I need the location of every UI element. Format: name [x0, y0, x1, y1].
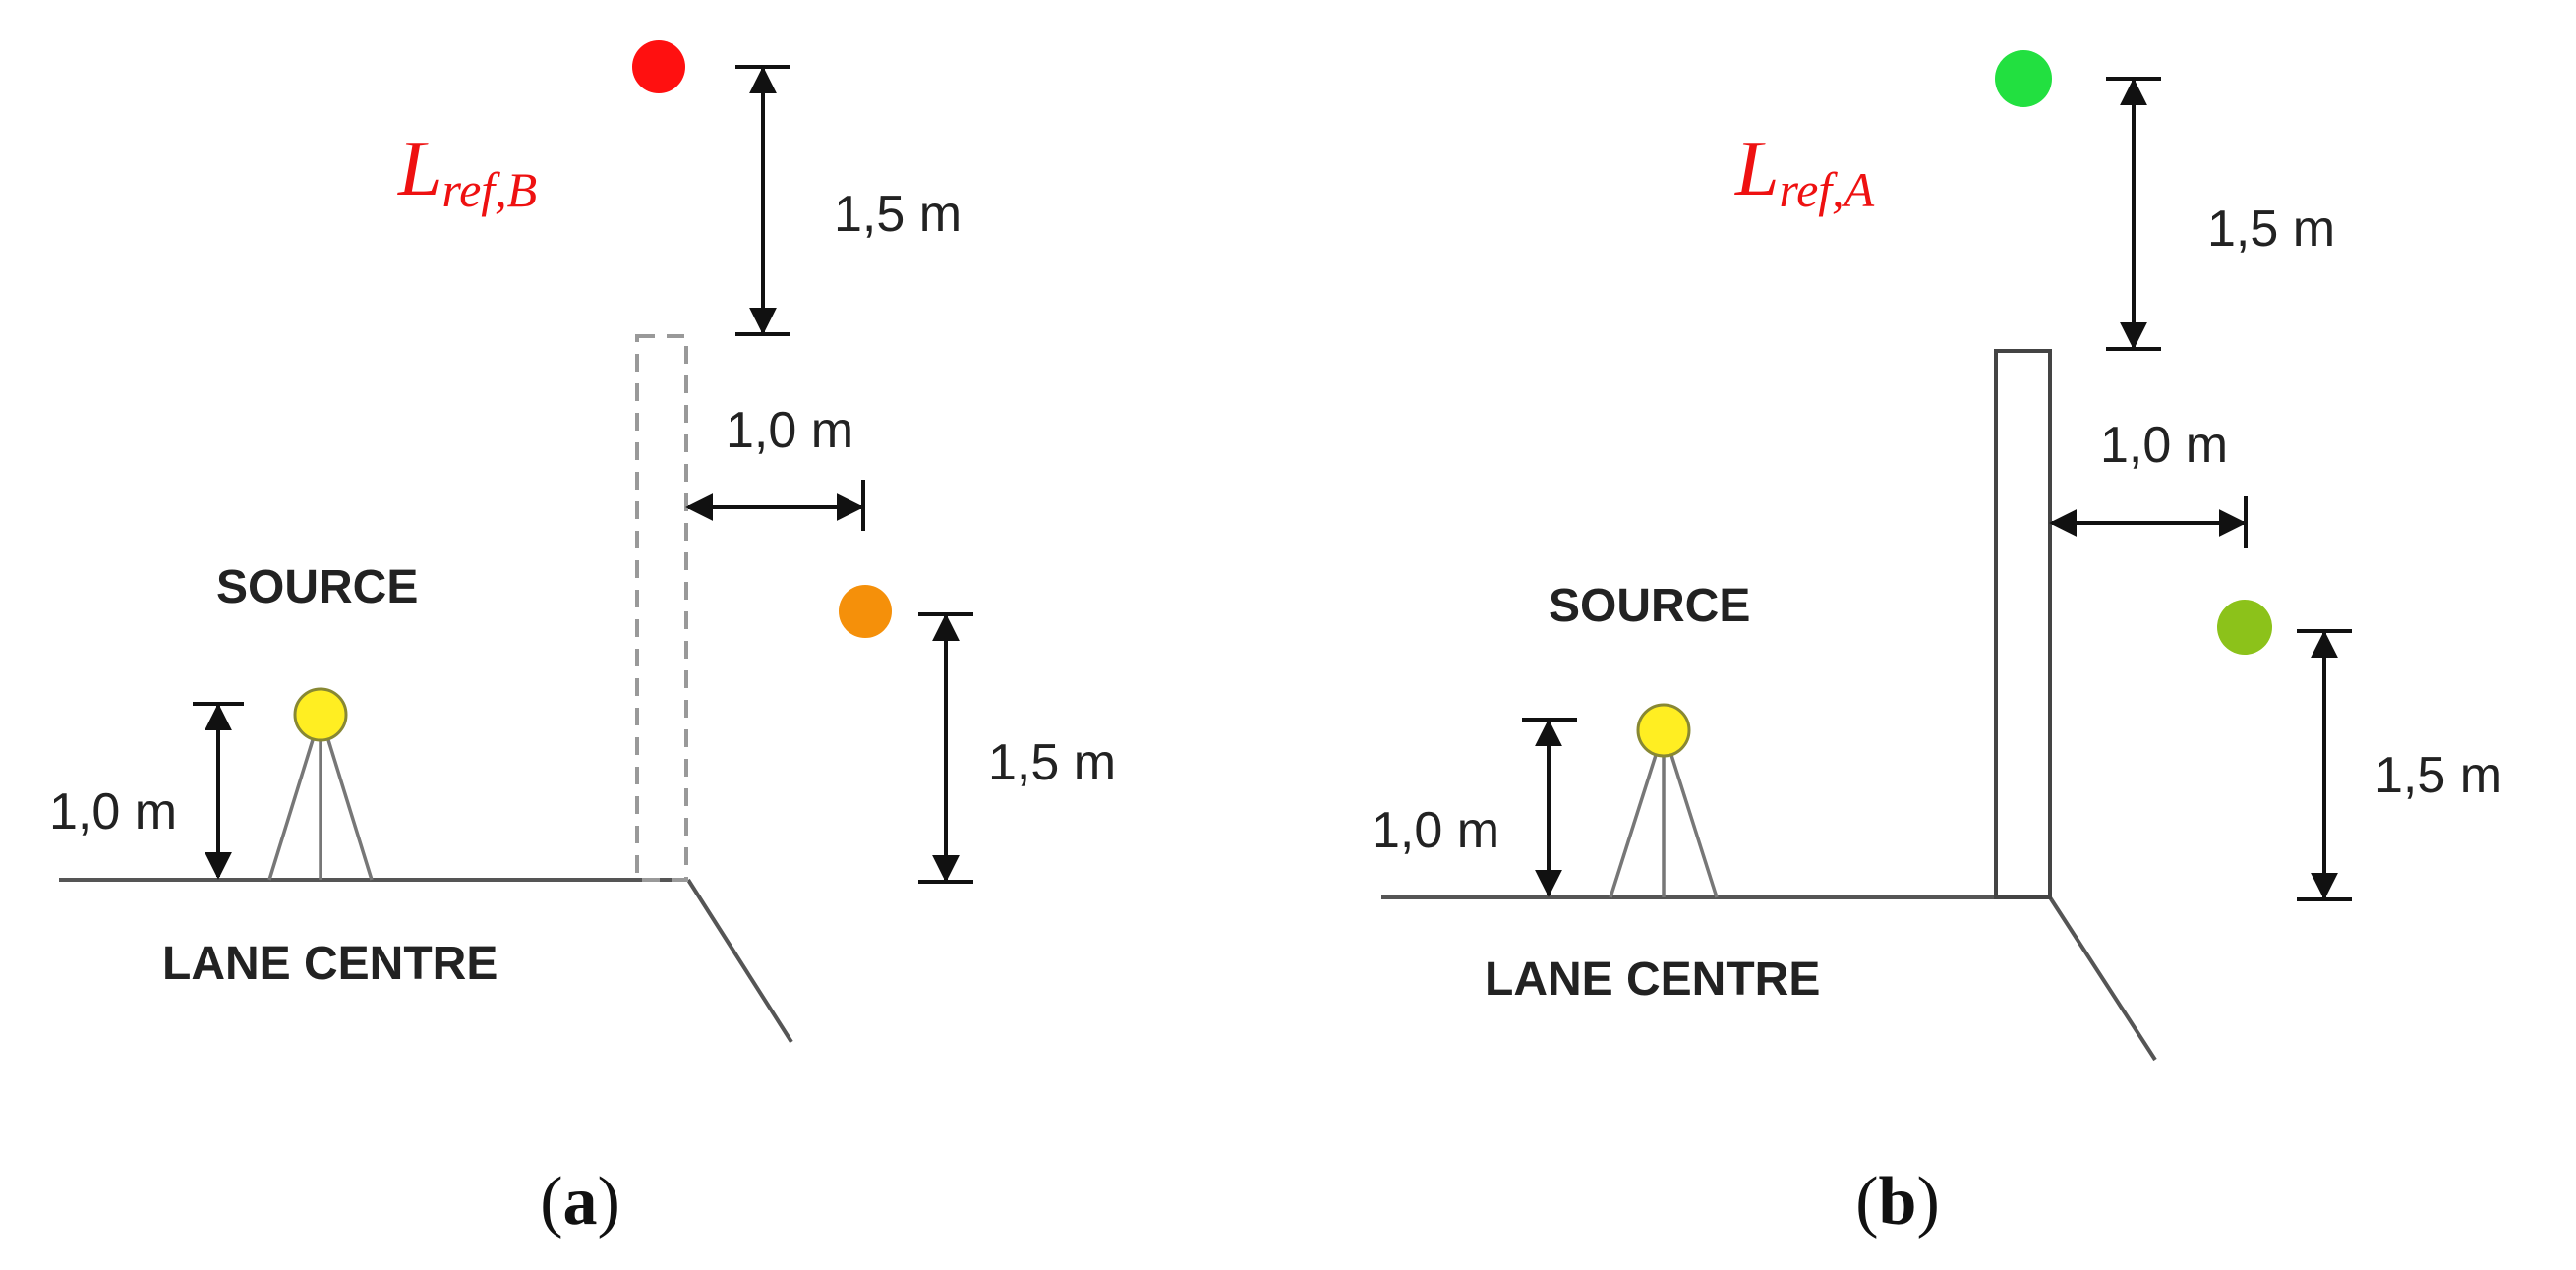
panel-a-source-label: SOURCE: [216, 561, 418, 613]
panel-b-caption: (b): [1855, 1164, 1940, 1240]
panel-a-ground: [59, 878, 793, 1044]
panel-b-source-icon: [1636, 703, 1691, 758]
panel-b-offset-label: 1,0 m: [2100, 417, 2228, 474]
panel-b-lane-label: LANE CENTRE: [1485, 953, 1820, 1006]
panel-a-upper-height-dim: [735, 65, 790, 336]
panel-a-source-height-dim: [193, 702, 244, 880]
panel-a-lower-microphone-icon: [839, 585, 892, 638]
panel-b-upper-microphone-icon: [1995, 50, 2052, 107]
panel-a-upper-height-label: 1,5 m: [834, 186, 962, 243]
panel-a-caption: (a): [540, 1164, 620, 1240]
panel-a-lower-height-label: 1,5 m: [988, 734, 1116, 791]
panel-a-lane-label: LANE CENTRE: [162, 938, 498, 990]
panel-a-source-tripod: [267, 687, 374, 881]
panel-b: 1,0 m SOURCE LANE CENTRE 1,0 m 1,5 m 1,5…: [1372, 50, 2502, 1240]
panel-b-source-label: SOURCE: [1549, 580, 1750, 632]
panel-b-lref-label: Lref,A: [1734, 126, 1875, 217]
panel-b-lower-height-label: 1,5 m: [2374, 747, 2502, 804]
panel-a: 1,0 m SOURCE LANE CENTRE 1,0 m 1,5 m 1,5…: [49, 40, 1116, 1240]
panel-b-source-height-label: 1,0 m: [1372, 802, 1499, 859]
panel-b-source-tripod: [1609, 703, 1719, 898]
panel-a-offset-label: 1,0 m: [726, 402, 853, 459]
panel-a-upper-microphone-icon: [632, 40, 685, 93]
panel-b-lower-microphone-icon: [2217, 600, 2272, 655]
panel-a-source-icon: [293, 687, 348, 742]
panel-b-upper-height-dim: [2106, 77, 2161, 351]
panel-b-upper-height-label: 1,5 m: [2207, 201, 2335, 258]
panel-a-barrier-dashed: [635, 334, 688, 882]
panel-b-lower-height-dim: [2297, 629, 2352, 901]
panel-a-lower-height-dim: [918, 612, 973, 884]
panel-a-lref-label: Lref,B: [397, 126, 537, 217]
panel-b-offset-dim: [2049, 496, 2248, 548]
panel-a-offset-dim: [685, 480, 865, 531]
panel-b-barrier-solid: [1994, 349, 2052, 899]
panel-b-source-height-dim: [1522, 718, 1577, 897]
panel-a-source-height-label: 1,0 m: [49, 783, 177, 840]
